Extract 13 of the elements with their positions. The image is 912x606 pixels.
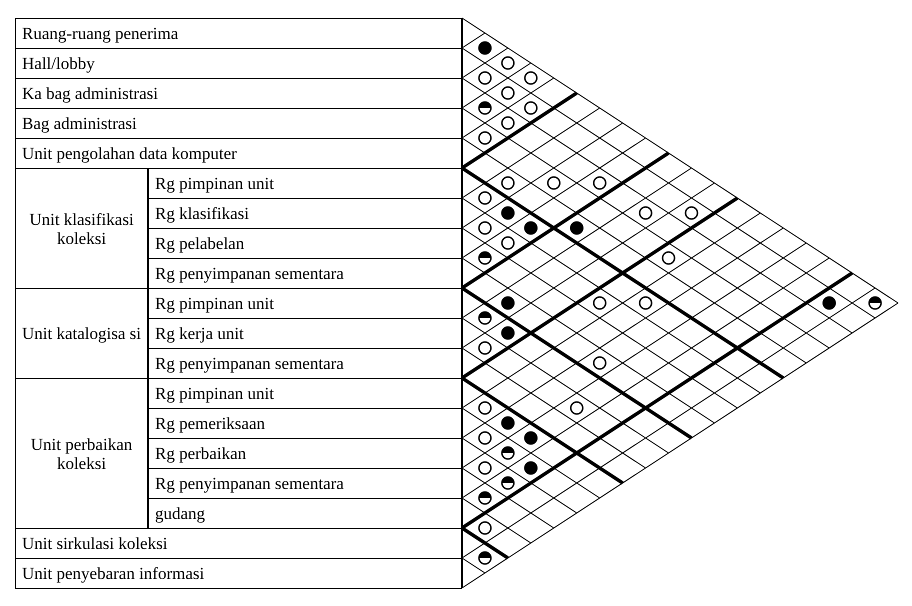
room-name-cell: Rg pimpinan unit	[148, 378, 462, 409]
unit-name-cell: Unit katalogisa si	[15, 288, 148, 379]
room-name-cell: Ruang-ruang penerima	[15, 18, 462, 49]
room-name-cell: Rg pimpinan unit	[148, 288, 462, 319]
room-name-cell: Unit sirkulasi koleksi	[15, 528, 462, 559]
room-name-cell: Rg pimpinan unit	[148, 168, 462, 199]
room-name-cell: Rg penyimpanan sementara	[148, 348, 462, 379]
room-name-cell: Unit penyebaran informasi	[15, 558, 462, 589]
unit-name-cell: Unit perbaikan koleksi	[15, 378, 148, 529]
room-name-cell: Unit pengolahan data komputer	[15, 138, 462, 169]
room-name-cell: gudang	[148, 498, 462, 529]
room-name-cell: Rg penyimpanan sementara	[148, 258, 462, 289]
unit-name-cell: Unit klasifikasi koleksi	[15, 168, 148, 289]
